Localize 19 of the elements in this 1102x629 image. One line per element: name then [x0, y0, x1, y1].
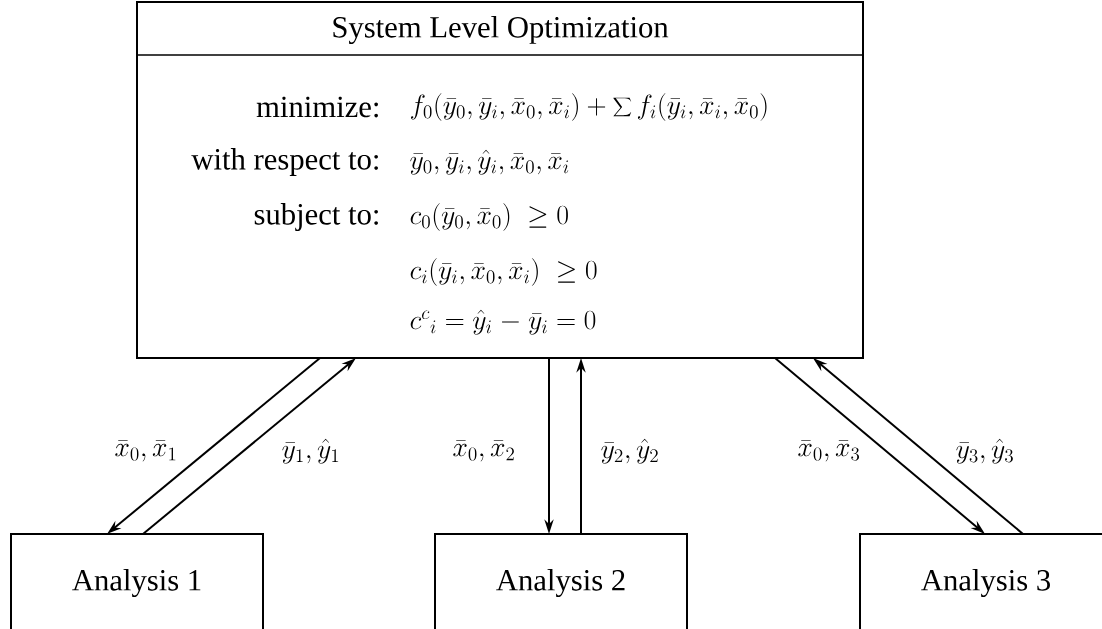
edge-label: $\bar{x}_0, \bar{x}_1$: [113, 439, 179, 463]
row-label: with respect to:: [191, 148, 378, 176]
edge-label: $\bar{y}_2, \hat{y}_2$: [599, 437, 661, 465]
row-label: minimize:: [256, 96, 378, 118]
edge-label: $\bar{y}_1, \hat{y}_1$: [280, 437, 342, 465]
formula: $c^{c}{}_{i} = \hat{y}_i \mathrm{\ -\ } \bar{y}_i = 0$: [410, 309, 596, 335]
analysis-box: Analysis 1: [10, 533, 264, 629]
edge-label: $\bar{x}_0, \bar{x}_2$: [451, 439, 517, 463]
edge-label: $\bar{y}_3, \hat{y}_3$: [954, 437, 1016, 465]
formula: $f_0(\bar{y}_0, \bar{y}_i, \bar{x}_0, \bar{x}_i) + \sum f_i(\bar{y}_i, \bar{x}_i, \bar{x}_0)$: [411, 93, 767, 121]
analysis-box: Analysis 3: [859, 533, 1102, 629]
analysis-box: Analysis 2: [434, 533, 688, 629]
box-title: System Level Optimization: [333, 16, 669, 44]
edge-label: $\bar{x}_0, \bar{x}_3$: [796, 439, 862, 463]
optimization-box: [136, 1, 864, 359]
formula: $\bar{y}_0, \bar{y}_i, \hat{y}_i, \bar{x}_0, \bar{x}_i$: [410, 149, 569, 175]
row-label: subject to:: [254, 203, 378, 231]
formula: $c_0(\bar{y}_0, \bar{x}_0) \;\geq 0$: [410, 203, 568, 231]
formula: $c_i(\bar{y}_i, \bar{x}_0, \bar{x}_i) \;\geq 0$: [410, 258, 597, 286]
